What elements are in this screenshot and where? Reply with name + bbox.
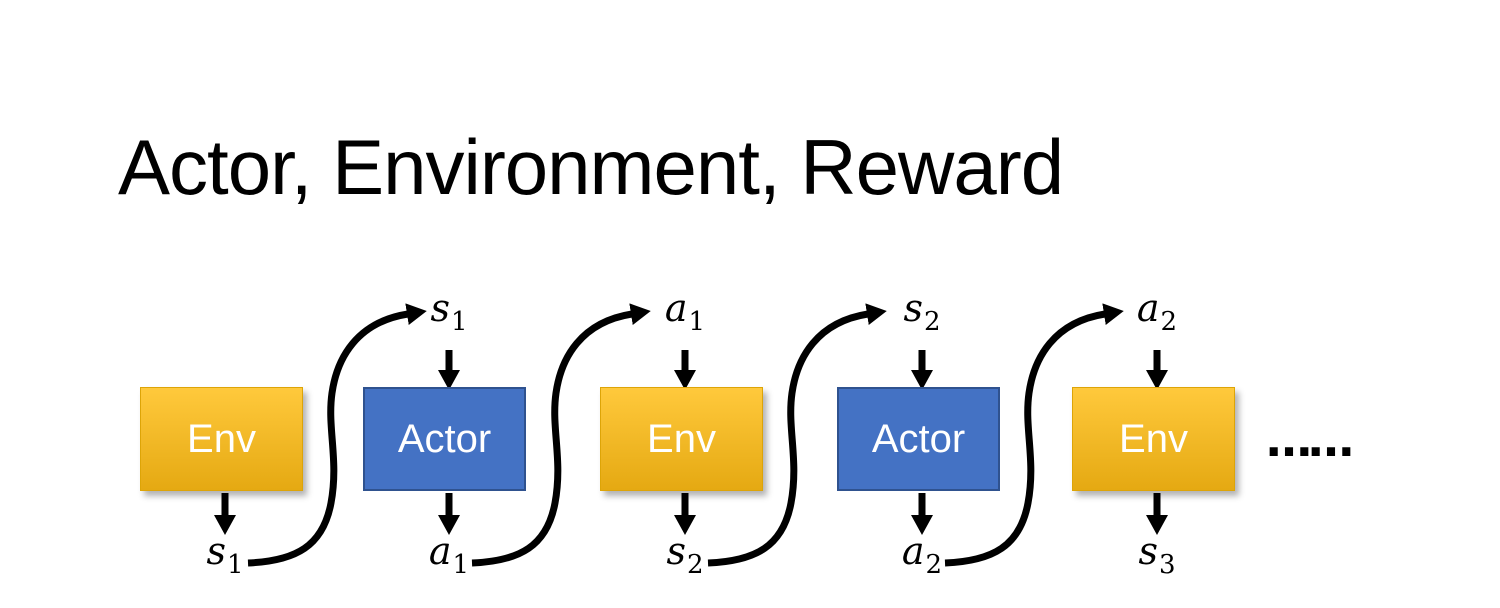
bottom-label-a2: a2 (882, 529, 962, 580)
env-box-3-label: Env (1119, 417, 1188, 461)
top-label-a2-sub: 2 (1160, 307, 1178, 337)
top-label-s2-base: s (903, 286, 923, 330)
top-label-a1-sub: 1 (688, 307, 706, 337)
bottom-label-s1-base: s (206, 529, 226, 573)
top-label-s1-sub: 1 (450, 307, 468, 337)
top-label-s1: s1 (409, 286, 489, 337)
bottom-label-a1: a1 (409, 529, 489, 580)
bottom-label-s3-base: s (1138, 529, 1158, 573)
pass-forward-curve-2 (471, 303, 651, 567)
bottom-label-a1-sub: 1 (452, 550, 470, 580)
top-label-s2: s2 (882, 286, 962, 337)
bottom-label-s3-sub: 3 (1158, 550, 1176, 580)
top-label-a2-base: a (1136, 286, 1160, 330)
actor-box-2-label: Actor (871, 417, 966, 461)
env-box-1-label: Env (187, 417, 256, 461)
bottom-label-a2-base: a (901, 529, 925, 573)
bottom-label-a2-sub: 2 (925, 550, 943, 580)
env-box-2-label: Env (647, 417, 716, 461)
actor-box-2: Actor (837, 387, 1000, 491)
env-box-1: Env (140, 387, 303, 491)
env-box-3: Env (1072, 387, 1235, 491)
top-label-a2: a2 (1117, 286, 1197, 337)
top-label-a1: a1 (645, 286, 725, 337)
pass-forward-curve-1 (247, 303, 427, 567)
bottom-label-s1: s1 (185, 529, 265, 580)
pass-forward-curve-4 (944, 303, 1124, 567)
top-label-s2-sub: 2 (923, 307, 941, 337)
top-label-a1-base: a (664, 286, 688, 330)
bottom-label-s2: s2 (645, 529, 725, 580)
bottom-label-s2-base: s (666, 529, 686, 573)
bottom-label-s1-sub: 1 (226, 550, 244, 580)
bottom-label-s2-sub: 2 (686, 550, 704, 580)
slide-title: Actor, Environment, Reward (118, 123, 1064, 211)
top-label-s1-base: s (430, 286, 450, 330)
env-box-2: Env (600, 387, 763, 491)
continuation-ellipsis: …… (1266, 413, 1354, 467)
pass-forward-curve-3 (707, 303, 887, 567)
bottom-label-s3: s3 (1117, 529, 1197, 580)
actor-box-1-label: Actor (397, 417, 492, 461)
bottom-label-a1-base: a (428, 529, 452, 573)
actor-box-1: Actor (363, 387, 526, 491)
